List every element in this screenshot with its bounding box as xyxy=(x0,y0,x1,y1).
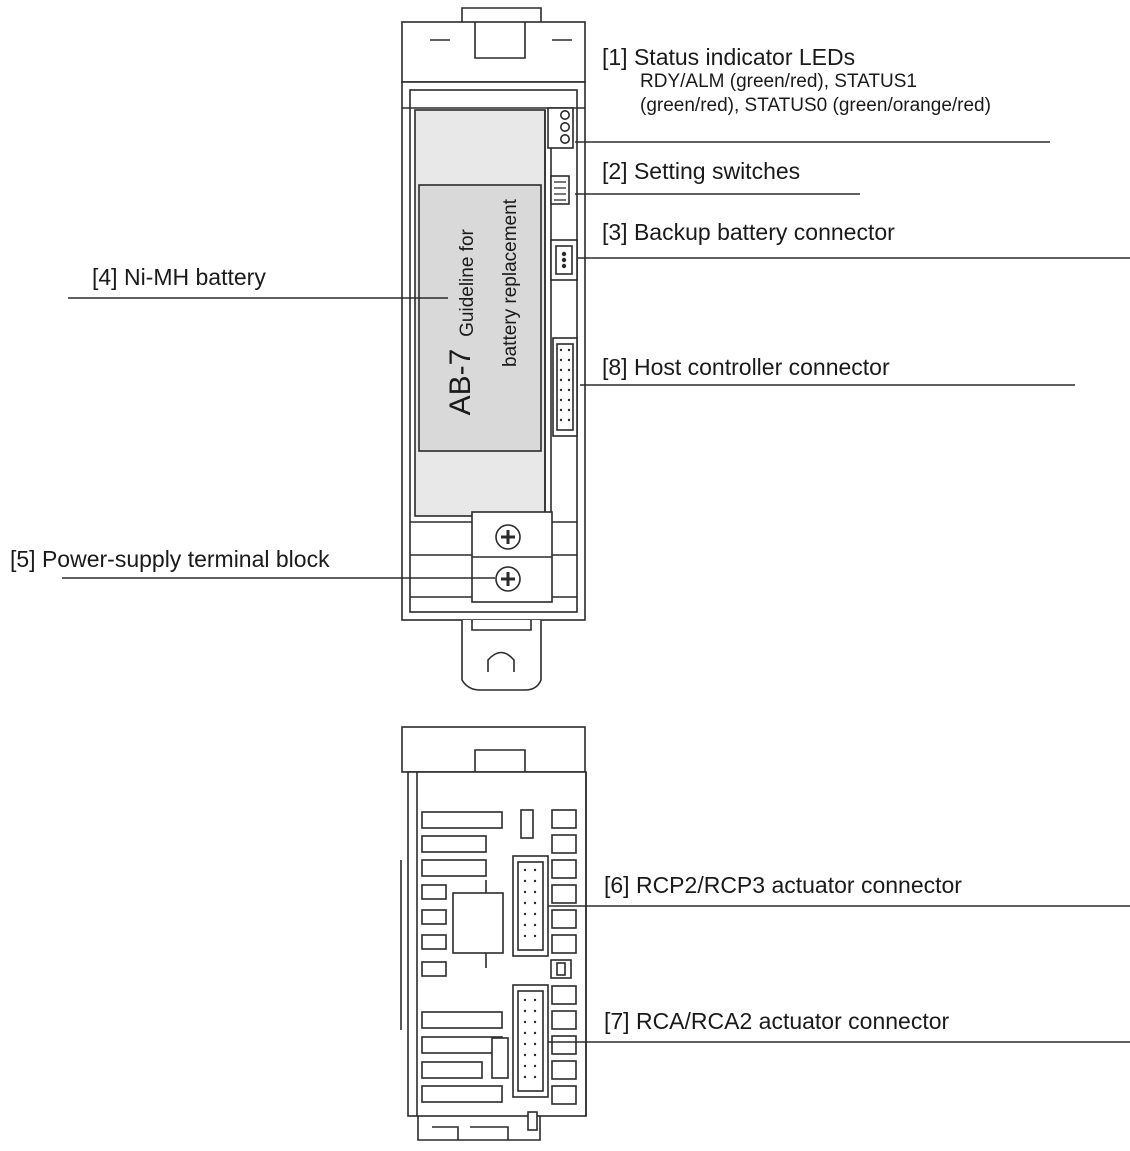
callout-backup-battery-connector: [3] Backup battery connector xyxy=(602,219,895,245)
callout-rca-actuator-connector: [7] RCA/RCA2 actuator connector xyxy=(604,1008,950,1034)
side-view xyxy=(400,726,1130,1141)
callout-setting-switches: [2] Setting switches xyxy=(602,158,801,184)
front-view xyxy=(62,7,1130,691)
callout-rcp-actuator-connector: [6] RCP2/RCP3 actuator connector xyxy=(604,872,962,898)
callout-status-leds-title: [1] Status indicator LEDs xyxy=(602,44,856,70)
callout-ni-mh-battery: [4] Ni-MH battery xyxy=(92,264,266,290)
callout-status-leds-detail-2: (green/red), STATUS0 (green/orange/red) xyxy=(640,95,991,116)
callout-status-leds: [1] Status indicator LEDs RDY/ALM (green… xyxy=(602,44,991,118)
battery-guideline-line2: battery replacement xyxy=(500,199,521,367)
callout-power-supply-terminal: [5] Power-supply terminal block xyxy=(10,546,330,572)
callout-host-controller-connector: [8] Host controller connector xyxy=(602,354,890,380)
callout-status-leds-detail-1: RDY/ALM (green/red), STATUS1 xyxy=(640,71,917,92)
battery-guideline-line1: Guideline for xyxy=(457,229,478,337)
